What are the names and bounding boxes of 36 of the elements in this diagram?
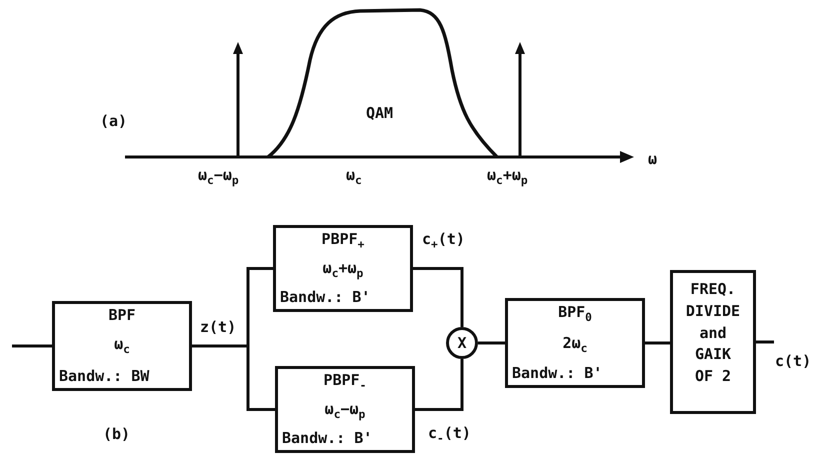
block-text: FREQ. DIVIDE and GAIK OF 2 (684, 279, 742, 387)
connector-line (478, 342, 505, 344)
multiply-symbol: X (457, 334, 467, 352)
connector-line (413, 267, 464, 327)
filter-block (505, 298, 645, 388)
filter-block (52, 301, 192, 391)
connector-line (756, 340, 774, 344)
bandwidth-label: Bandw.: B' (512, 364, 604, 383)
center-frequency: ω$_{c}$ (113, 334, 131, 358)
divider-block (670, 270, 756, 414)
spectrum-label: QAM (366, 104, 394, 122)
filter-block (275, 366, 415, 453)
frequency-label: ω$_{c}$+ω$_{p}$ (487, 166, 528, 188)
connector-line (645, 342, 670, 344)
multiplier-circle (446, 327, 478, 359)
filter-block (273, 225, 413, 312)
block-title: BPF (107, 306, 137, 325)
part-label: (a) (100, 112, 128, 130)
block-title: PBPF$_{-}$ (322, 371, 368, 394)
frequency-label: ω$_{c}$−ω$_{p}$ (198, 166, 239, 188)
bandwidth-label: Bandw.: BW (59, 367, 150, 386)
center-frequency: 2ω$_{c}$ (562, 334, 588, 356)
center-frequency: ω$_{c}$−ω$_{p}$ (324, 400, 366, 422)
bandwidth-label: Bandw.: B' (280, 288, 372, 307)
block-title: PBPF$_{+}$ (320, 230, 366, 252)
signal-label: z(t) (200, 318, 236, 336)
center-frequency: ω$_{c}$+ω$_{p}$ (322, 259, 364, 282)
part-label: (b) (103, 425, 130, 443)
bandwidth-label: Bandw.: B' (282, 429, 374, 448)
block-title: BPF$_{0}$ (557, 303, 593, 326)
frequency-label: ω$_{c}$ (346, 166, 362, 188)
axis-label: ω (648, 150, 658, 168)
signal-label: c(t) (775, 352, 812, 370)
connector-line (415, 359, 464, 411)
connector-line (12, 344, 52, 348)
connector-line (192, 344, 275, 411)
